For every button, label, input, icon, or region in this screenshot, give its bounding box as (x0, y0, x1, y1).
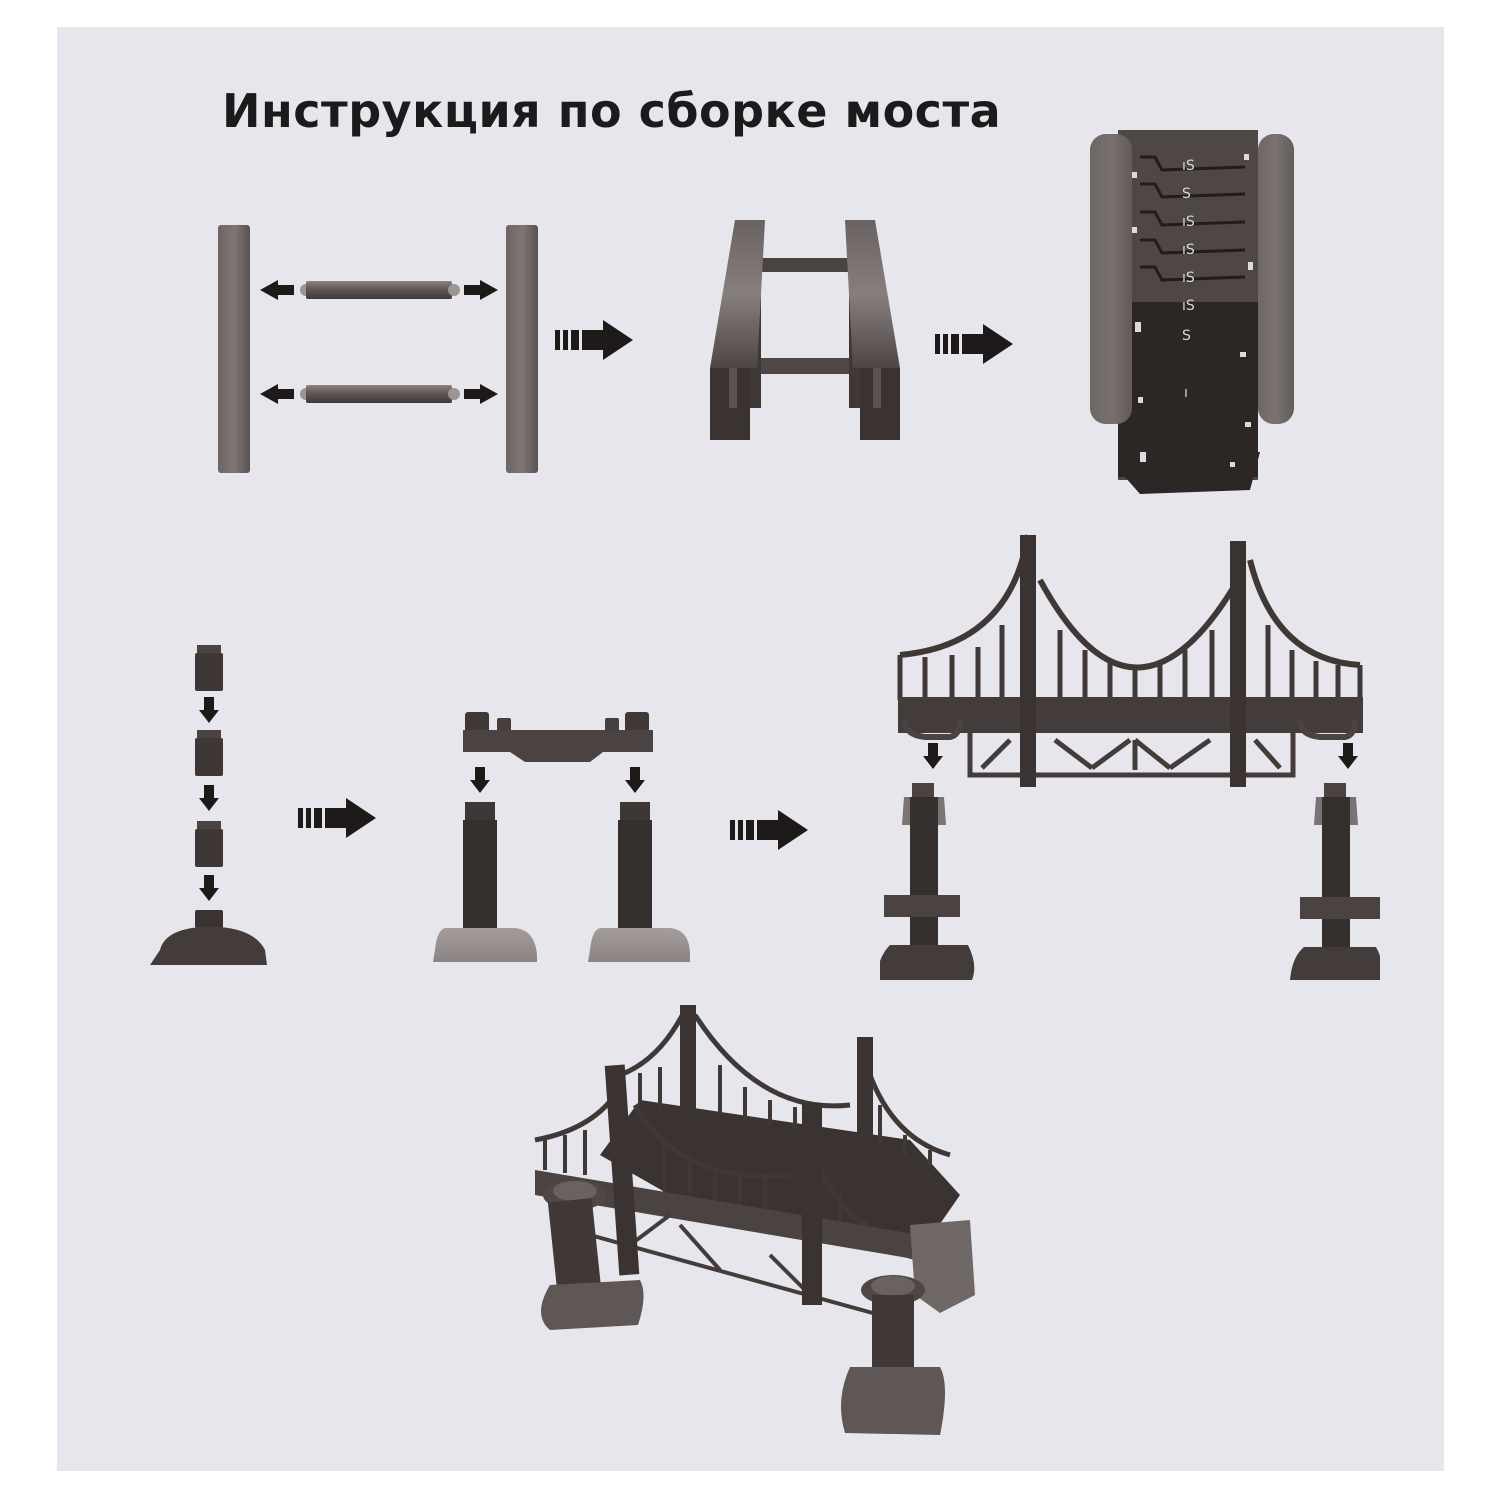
step-4-pillar-segments (145, 645, 275, 970)
svg-text:ıS: ıS (1182, 214, 1195, 230)
svg-text:ı: ı (1184, 385, 1188, 401)
svg-text:ıS: ıS (1182, 270, 1195, 286)
dashed-right-arrow-icon (555, 318, 639, 362)
suspension-bridge-side (897, 534, 1363, 700)
right-rail (506, 225, 538, 473)
page-title: Инструкция по сборке моста (222, 84, 1002, 138)
front-right-pillar (841, 1275, 945, 1435)
pillar-base (150, 910, 267, 965)
svg-text:ıS: ıS (1182, 298, 1195, 314)
svg-text:S: S (1182, 328, 1191, 344)
step-7-completed-bridge (520, 995, 1020, 1455)
pillar-segment (195, 730, 223, 776)
pillar-segment (195, 821, 223, 867)
left-arrow-icon (260, 384, 294, 404)
step-1-rails-and-crossbars (210, 222, 540, 477)
dashed-right-arrow-icon (298, 796, 382, 840)
right-arrow-icon (464, 280, 498, 300)
left-rail (218, 225, 250, 473)
right-pillar-assembly (1290, 783, 1380, 980)
svg-text:S: S (1182, 186, 1191, 202)
svg-text:ıS: ıS (1182, 158, 1195, 174)
pillar (588, 802, 690, 962)
step-5-beam-on-pillars (425, 710, 690, 965)
svg-text:ıS: ıS (1182, 242, 1195, 258)
front-left-pillar (541, 1180, 644, 1330)
step-6-suspension-side-on-pillars (880, 525, 1380, 990)
left-arrow-icon (260, 280, 294, 300)
right-arrow-icon (464, 384, 498, 404)
pillar (433, 802, 537, 962)
dashed-right-arrow-icon (730, 808, 814, 852)
left-pillar-assembly (880, 783, 975, 980)
cross-beam (463, 712, 653, 762)
dashed-right-arrow-icon (935, 322, 1019, 366)
step-2-rail-frame (705, 218, 905, 448)
pillar-segment (195, 645, 223, 691)
